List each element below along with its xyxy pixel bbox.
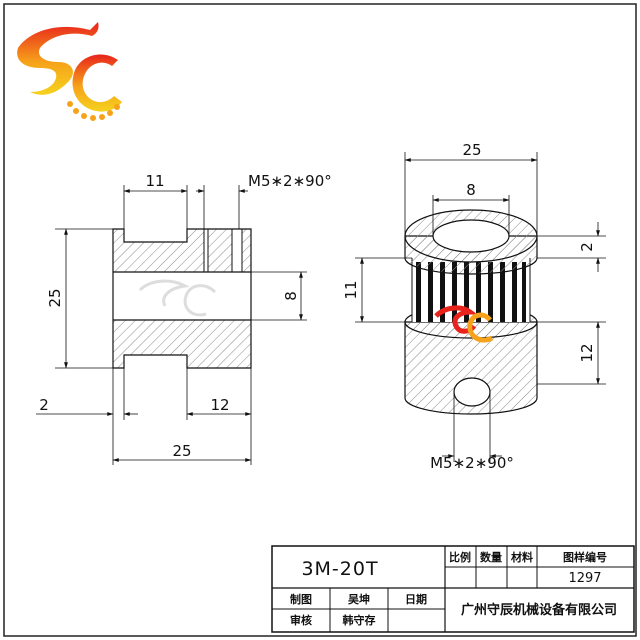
date-label: 日期 [405, 592, 427, 606]
dim-flange: 2 [39, 396, 49, 414]
scale-label: 比例 [449, 550, 471, 564]
iso-dim-set-screw: M5∗2∗90° [430, 454, 514, 472]
material-label: 材料 [511, 550, 533, 564]
dim-overall-diameter: 25 [46, 288, 64, 307]
company-name: 广州守辰机械设备有限公司 [461, 602, 617, 618]
drafter-name: 吴坤 [348, 592, 370, 606]
iso-dim-bore: 8 [466, 181, 476, 199]
drafter-label: 制图 [290, 592, 312, 606]
section-view: 11 M5∗2∗90° 25 8 2 12 25 [36, 172, 332, 465]
reviewer-label: 审核 [290, 613, 312, 627]
iso-dim-flange: 2 [578, 242, 596, 252]
drawing-number: 1297 [568, 571, 601, 586]
drawing-no-label: 图样编号 [563, 550, 607, 564]
small-logo [434, 305, 494, 343]
iso-dim-outer-diameter: 25 [462, 141, 481, 159]
dim-overall-length: 25 [172, 442, 191, 460]
quantity-label: 数量 [480, 550, 502, 564]
dim-bore: 8 [282, 291, 300, 301]
reviewer-name: 韩守存 [343, 613, 376, 627]
iso-dim-hub-height: 12 [578, 343, 596, 362]
dim-set-screw-top: M5∗2∗90° [248, 172, 332, 190]
iso-view: 25 8 2 11 12 M5∗2∗90° [342, 141, 606, 472]
drawing-frame [3, 3, 637, 637]
company-logo [17, 22, 122, 121]
dim-hub-length: 12 [210, 396, 229, 414]
part-name: 3M-20T [301, 558, 378, 580]
teeth [416, 262, 526, 322]
iso-dim-tooth-width: 11 [342, 280, 360, 299]
set-screw-hole [453, 377, 491, 407]
dim-hub-width: 11 [145, 172, 164, 190]
title-block: 3M-20T 比例 数量 材料 图样编号 1297 制图 吴坤 日期 审核 韩守… [271, 545, 635, 633]
